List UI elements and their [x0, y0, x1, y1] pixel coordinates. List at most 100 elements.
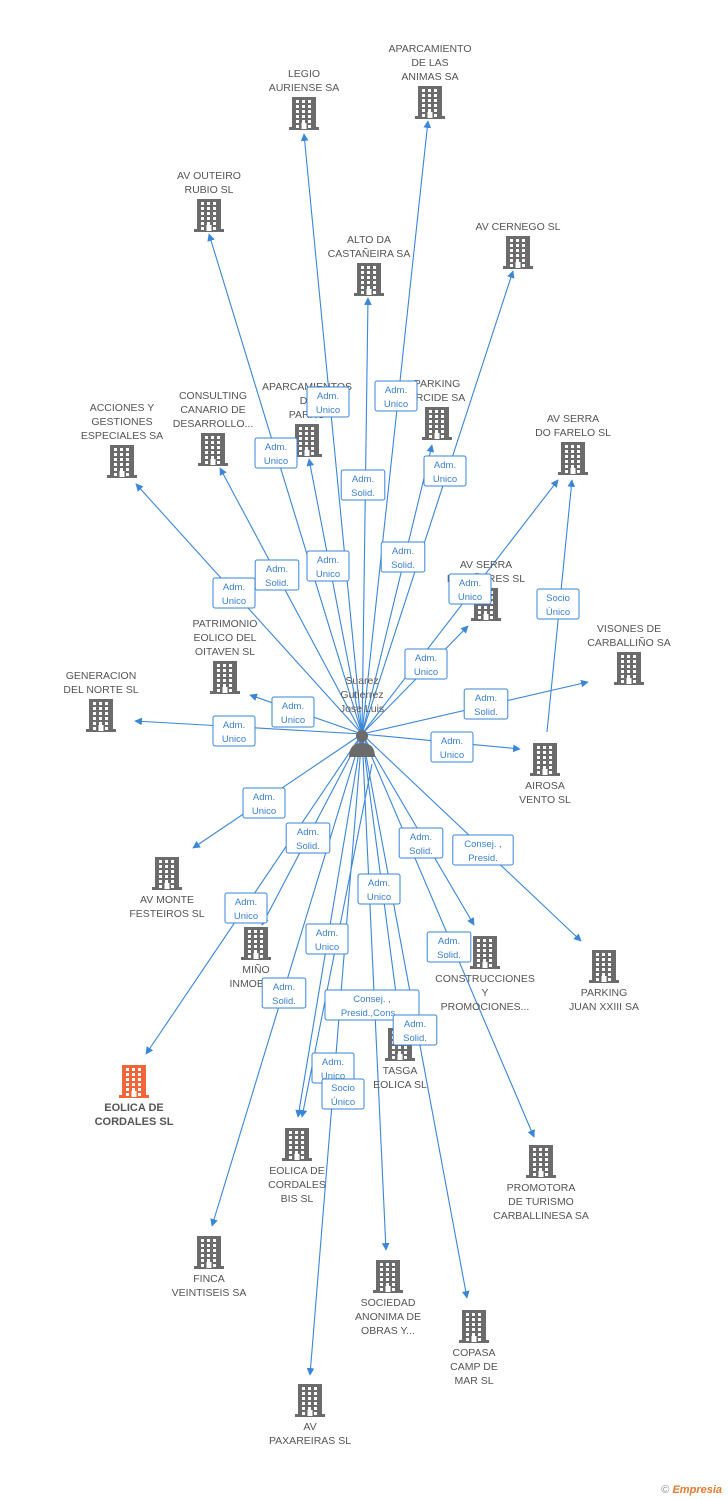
role-badge[interactable]: Adm.Solid.	[285, 822, 331, 854]
role-badge[interactable]: Adm.Unico	[224, 892, 268, 924]
company-name: FINCA	[193, 1273, 225, 1285]
company-name: ACCIONES Y	[90, 402, 155, 414]
role-badge-label: Unico	[234, 911, 258, 922]
edge-acciones	[135, 483, 363, 735]
role-badge[interactable]: Adm.Unico	[271, 696, 315, 728]
company-name: AV OUTEIRO	[177, 170, 241, 182]
role-badge-label: Adm.	[415, 653, 437, 664]
company-node-construcciones[interactable]: CONSTRUCCIONESYPROMOCIONES...	[435, 936, 535, 1013]
role-badge[interactable]: Consej. ,Presid.,Cons...	[324, 989, 420, 1021]
role-badge[interactable]: Adm.Solid.	[261, 977, 307, 1009]
person-name: Suarez	[345, 675, 378, 687]
role-badge-box	[306, 386, 350, 418]
role-badge[interactable]: Adm.Unico	[448, 573, 492, 605]
role-badge-box	[452, 834, 514, 866]
role-badge[interactable]: Adm.Unico	[254, 437, 298, 469]
role-badge-label: Adm.	[265, 442, 287, 453]
company-node-cernego[interactable]: AV CERNEGO SL	[476, 221, 561, 269]
role-badge-box	[423, 455, 467, 487]
company-name: CORDALES SL	[95, 1116, 174, 1128]
role-badge[interactable]: Adm.Unico	[305, 923, 349, 955]
company-name: CANARIO DE	[180, 404, 245, 416]
company-name: ARCIDE SA	[409, 392, 466, 404]
building-icon	[526, 1145, 556, 1178]
company-name: DE TURISMO	[508, 1196, 574, 1208]
role-badge-label: Solid.	[474, 707, 498, 718]
role-badge[interactable]: Adm.Unico	[357, 873, 401, 905]
role-badge-label: Unico	[252, 806, 276, 817]
role-badge[interactable]: Adm.Solid.	[392, 1014, 438, 1046]
role-badge[interactable]: Adm.Solid.	[254, 559, 300, 591]
role-badge-label: Unico	[222, 596, 246, 607]
role-badge[interactable]: Adm.Solid.	[463, 688, 509, 720]
company-name: CONSTRUCCIONES	[435, 973, 535, 985]
role-badge[interactable]: Adm.Solid.	[380, 541, 426, 573]
role-badge[interactable]: Adm.Unico	[423, 455, 467, 487]
role-badge-label: Socio	[546, 593, 570, 604]
building-icon	[530, 743, 560, 776]
role-badge[interactable]: Adm.Unico	[212, 715, 256, 747]
company-name: MIÑO	[242, 963, 269, 976]
role-badge[interactable]: Adm.Unico	[242, 787, 286, 819]
role-badge[interactable]: Adm.Solid.	[426, 931, 472, 963]
role-badge[interactable]: Adm.Unico	[306, 550, 350, 582]
edge-consulting	[219, 467, 363, 735]
role-badge[interactable]: Adm.Unico	[212, 577, 256, 609]
role-badge[interactable]: Consej. ,Presid.	[452, 834, 514, 866]
role-badge-box	[536, 588, 580, 620]
role-badge[interactable]: Adm.Unico	[374, 380, 418, 412]
role-badge[interactable]: Adm.Unico	[430, 731, 474, 763]
company-name: VISONES DE	[597, 623, 661, 635]
role-badge[interactable]: Adm.Solid.	[340, 469, 386, 501]
role-badge-label: Unico	[458, 592, 482, 603]
role-badge-box	[392, 1014, 438, 1046]
company-name: DO FARELO SL	[535, 427, 611, 439]
company-name: CORDALES	[268, 1179, 326, 1191]
role-badge-label: Consej. ,	[464, 839, 502, 850]
company-name: Y	[481, 987, 488, 999]
role-badge-label: Unico	[316, 569, 340, 580]
role-badge-label: Unico	[367, 892, 391, 903]
company-name: CARBALLINESA SA	[493, 1210, 589, 1222]
company-name: LEGIO	[288, 68, 320, 80]
role-badge-box	[261, 977, 307, 1009]
role-badge-label: Adm.	[297, 827, 319, 838]
company-name: GENERACION	[66, 670, 137, 682]
copyright-mark: ©	[661, 1484, 670, 1496]
role-badge-label: Solid.	[391, 560, 415, 571]
role-badge[interactable]: Adm.Solid.	[398, 827, 444, 859]
company-name: ANIMAS SA	[401, 71, 458, 83]
building-icon	[107, 445, 137, 478]
role-badge-label: Adm.	[316, 928, 338, 939]
role-badge-box	[398, 827, 444, 859]
role-badge-label: Único	[546, 607, 570, 618]
role-badge[interactable]: Adm.Unico	[306, 386, 350, 418]
role-badge[interactable]: Adm.Unico	[404, 648, 448, 680]
building-icon	[210, 661, 240, 694]
role-badge-label: Solid.	[437, 950, 461, 961]
